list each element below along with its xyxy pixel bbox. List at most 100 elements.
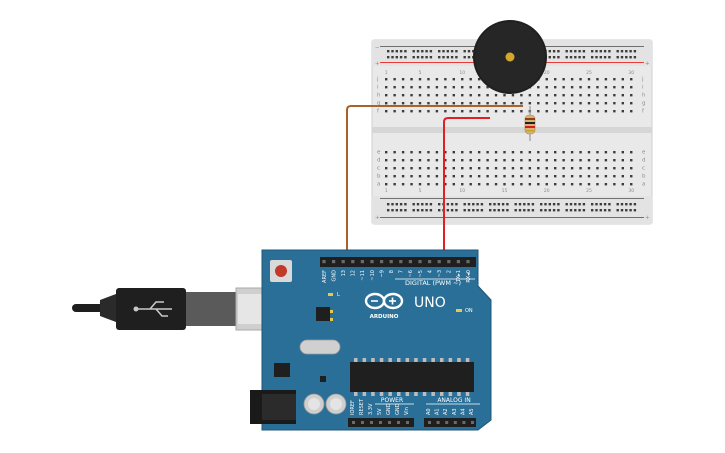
rail-hole[interactable] <box>476 209 479 212</box>
rail-hole[interactable] <box>467 50 471 53</box>
breadboard-hole[interactable] <box>570 159 574 162</box>
analog-pin-hole[interactable] <box>436 421 440 424</box>
rail-hole[interactable] <box>548 209 551 212</box>
digital-pin-hole[interactable] <box>428 260 432 264</box>
rail-hole[interactable] <box>633 56 637 59</box>
rail-hole[interactable] <box>616 203 619 206</box>
breadboard-hole[interactable] <box>545 94 548 97</box>
rail-hole[interactable] <box>391 56 394 59</box>
rail-hole[interactable] <box>425 203 428 206</box>
breadboard-hole[interactable] <box>596 151 599 154</box>
breadboard-hole[interactable] <box>469 102 472 105</box>
breadboard-hole[interactable] <box>486 167 489 170</box>
breadboard-hole[interactable] <box>545 110 548 113</box>
breadboard-hole[interactable] <box>554 102 557 105</box>
rail-hole[interactable] <box>493 203 496 206</box>
rail-hole[interactable] <box>616 209 619 212</box>
digital-pin-hole[interactable] <box>456 260 460 264</box>
rail-hole[interactable] <box>450 209 454 212</box>
digital-pin-hole[interactable] <box>466 260 470 264</box>
breadboard-hole[interactable] <box>486 102 489 105</box>
breadboard-hole[interactable] <box>486 110 489 113</box>
breadboard-hole[interactable] <box>469 175 472 178</box>
breadboard-hole[interactable] <box>621 167 624 170</box>
rail-hole[interactable] <box>629 50 632 53</box>
breadboard-hole[interactable] <box>562 94 565 97</box>
rail-hole[interactable] <box>523 203 526 206</box>
breadboard-hole[interactable] <box>427 102 430 105</box>
power-pin-hole[interactable] <box>406 421 409 424</box>
breadboard-hole[interactable] <box>435 167 439 170</box>
breadboard-hole[interactable] <box>613 78 616 81</box>
breadboard-hole[interactable] <box>545 151 548 154</box>
rail-hole[interactable] <box>455 50 458 53</box>
breadboard-hole[interactable] <box>587 78 591 81</box>
rail-hole[interactable] <box>446 203 449 206</box>
rail-hole[interactable] <box>421 56 424 59</box>
breadboard-hole[interactable] <box>587 175 591 178</box>
breadboard-hole[interactable] <box>452 151 455 154</box>
rail-hole[interactable] <box>574 203 577 206</box>
breadboard-hole[interactable] <box>401 159 405 162</box>
breadboard-hole[interactable] <box>596 94 599 97</box>
rail-hole[interactable] <box>595 209 598 212</box>
rail-hole[interactable] <box>591 209 594 212</box>
breadboard-hole[interactable] <box>410 183 413 186</box>
rail-hole[interactable] <box>416 209 420 212</box>
breadboard-hole[interactable] <box>587 159 591 162</box>
breadboard-hole[interactable] <box>393 94 396 97</box>
rail-hole[interactable] <box>578 209 581 212</box>
breadboard-hole[interactable] <box>435 94 439 97</box>
rail-hole[interactable] <box>599 209 602 212</box>
rail-hole[interactable] <box>489 203 492 206</box>
breadboard-hole[interactable] <box>461 175 464 178</box>
rail-hole[interactable] <box>450 50 454 53</box>
breadboard-hole[interactable] <box>393 110 396 113</box>
breadboard-hole[interactable] <box>587 110 591 113</box>
breadboard-hole[interactable] <box>596 110 599 113</box>
breadboard-hole[interactable] <box>579 159 582 162</box>
breadboard-hole[interactable] <box>503 110 506 113</box>
breadboard-hole[interactable] <box>385 110 388 113</box>
breadboard-hole[interactable] <box>503 167 506 170</box>
rail-hole[interactable] <box>412 56 415 59</box>
breadboard-hole[interactable] <box>410 159 413 162</box>
rail-hole[interactable] <box>633 50 637 53</box>
breadboard-hole[interactable] <box>418 151 422 154</box>
rail-hole[interactable] <box>557 209 560 212</box>
rail-hole[interactable] <box>578 50 581 53</box>
digital-pin-hole[interactable] <box>437 260 441 264</box>
breadboard-hole[interactable] <box>503 94 506 97</box>
breadboard-hole[interactable] <box>579 175 582 178</box>
rail-hole[interactable] <box>429 203 433 206</box>
rail-hole[interactable] <box>595 56 598 59</box>
breadboard-hole[interactable] <box>537 94 540 97</box>
rail-hole[interactable] <box>527 203 530 206</box>
rail-hole[interactable] <box>467 209 471 212</box>
breadboard-hole[interactable] <box>486 94 489 97</box>
breadboard-hole[interactable] <box>385 183 388 186</box>
breadboard-hole[interactable] <box>613 110 616 113</box>
breadboard-hole[interactable] <box>494 183 498 186</box>
rail-hole[interactable] <box>416 203 420 206</box>
rail-hole[interactable] <box>620 56 624 59</box>
breadboard-hole[interactable] <box>427 151 430 154</box>
rail-hole[interactable] <box>625 203 628 206</box>
breadboard-hole[interactable] <box>393 159 396 162</box>
power-pin-hole[interactable] <box>388 421 391 424</box>
breadboard-hole[interactable] <box>418 102 422 105</box>
breadboard-hole[interactable] <box>410 102 413 105</box>
rail-hole[interactable] <box>629 56 632 59</box>
breadboard-hole[interactable] <box>520 102 523 105</box>
rail-hole[interactable] <box>616 56 619 59</box>
breadboard-hole[interactable] <box>469 151 472 154</box>
breadboard-hole[interactable] <box>435 159 439 162</box>
rail-hole[interactable] <box>387 209 390 212</box>
breadboard-hole[interactable] <box>401 167 405 170</box>
rail-hole[interactable] <box>467 56 471 59</box>
breadboard-hole[interactable] <box>545 78 548 81</box>
breadboard-hole[interactable] <box>537 175 540 178</box>
brown-wire[interactable] <box>346 105 523 262</box>
breadboard-hole[interactable] <box>621 78 624 81</box>
breadboard-hole[interactable] <box>452 86 455 89</box>
